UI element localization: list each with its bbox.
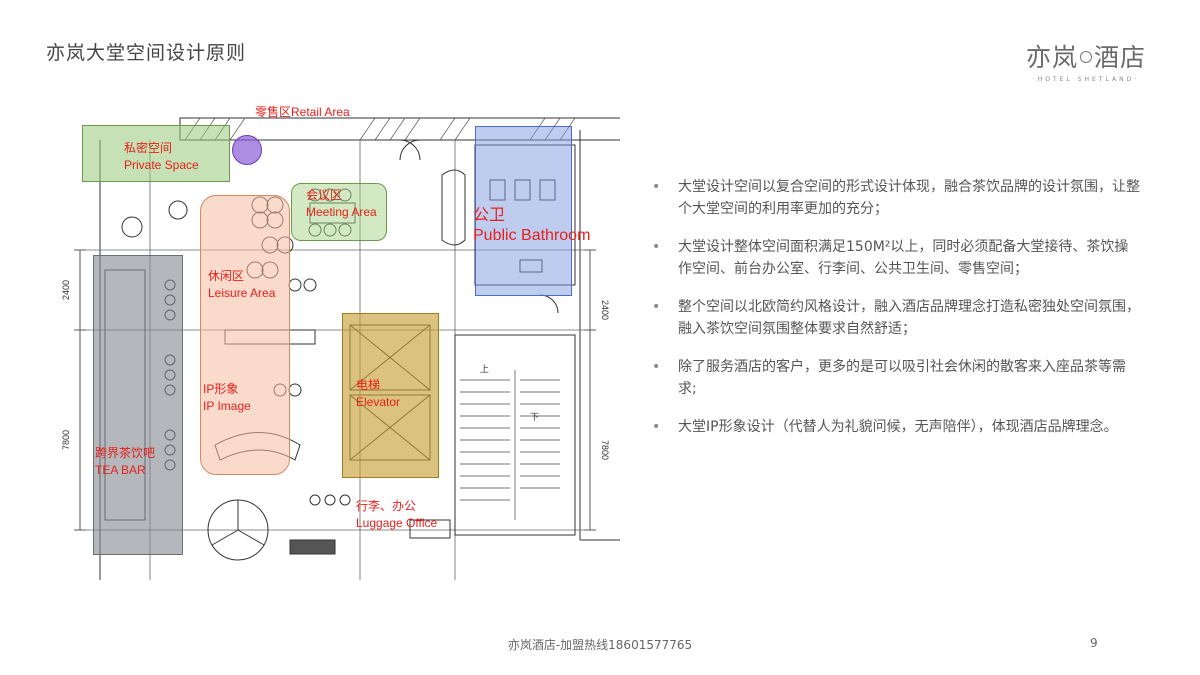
list-item: • 大堂IP形象设计（代替人为礼貌问候，无声陪伴），体现酒店品牌理念。 — [652, 416, 1142, 438]
list-item: • 大堂设计空间以复合空间的形式设计体现，融合茶饮品牌的设计氛围，让整个大堂空间的… — [652, 176, 1142, 220]
label-ip: IP形象 IP Image — [203, 381, 251, 415]
label-meeting-en: Meeting Area — [306, 205, 377, 219]
dim-right-bottom: 7800 — [600, 440, 610, 460]
zone-leisure — [200, 195, 290, 475]
label-leisure-cn: 休闲区 — [208, 269, 245, 283]
label-retail: 零售区Retail Area — [255, 105, 350, 119]
label-private: 私密空间 Private Space — [124, 140, 199, 174]
label-luggage-en: Luggage Office — [356, 516, 438, 530]
bullet-icon: • — [652, 239, 661, 255]
bullet-icon: • — [652, 359, 661, 375]
logo-subtitle: ·HOTEL SHETLAND· — [1032, 76, 1140, 83]
label-bathroom-en: Public Bathroom — [473, 227, 591, 244]
zone-bathroom — [475, 126, 572, 296]
bullet-icon: • — [652, 179, 661, 195]
zone-private — [82, 125, 230, 182]
zone-teabar — [93, 255, 183, 555]
label-leisure: 休闲区 Leisure Area — [208, 268, 275, 302]
label-luggage: 行李、办公 Luggage Office — [356, 498, 437, 532]
stair-treads — [460, 370, 560, 520]
brand-logo: 亦岚 酒店 ·HOTEL SHETLAND· — [1016, 38, 1156, 83]
floor-plan: 2400 7800 2400 7800 上 下 零售区Retail Area 私… — [60, 100, 620, 585]
label-elevator: 电梯 Elevator — [356, 377, 400, 411]
label-teabar-en: TEA BAR — [95, 463, 146, 477]
label-teabar-cn: 跨界茶饮吧 — [95, 446, 156, 460]
zone-retail — [232, 135, 262, 165]
label-meeting: 会议区 Meeting Area — [306, 187, 377, 221]
label-private-en: Private Space — [124, 158, 199, 172]
zone-meeting — [291, 183, 387, 241]
bullet-icon: • — [652, 419, 661, 435]
list-item: • 大堂设计整体空间面积满足150M²以上，同时必须配备大堂接待、茶饮操作空间、前… — [652, 236, 1142, 280]
list-item: • 除了服务酒店的客户，更多的是可以吸引社会休闲的散客来入座品茶等需求; — [652, 356, 1142, 400]
label-luggage-cn: 行李、办公 — [356, 499, 417, 513]
dim-left-bottom: 7800 — [61, 430, 71, 450]
page-number: 9 — [1090, 636, 1098, 650]
list-item-text: 大堂设计整体空间面积满足150M²以上，同时必须配备大堂接待、茶饮操作空间、前台… — [678, 239, 1129, 277]
dim-left-top: 2400 — [61, 280, 71, 300]
footer-hotline: 亦岚酒店-加盟热线18601577765 — [507, 638, 693, 652]
label-private-cn: 私密空间 — [124, 141, 173, 155]
label-ip-cn: IP形象 — [203, 382, 239, 396]
stair-down-label: 下 — [530, 413, 539, 423]
logo-wordmark: 亦岚 酒店 — [1016, 38, 1156, 74]
label-elevator-cn: 电梯 — [356, 378, 381, 392]
label-elevator-en: Elevator — [356, 395, 401, 409]
list-item: • 整个空间以北欧简约风格设计，融入酒店品牌理念打造私密独处空间氛围，融入茶饮空间… — [652, 296, 1142, 340]
label-meeting-cn: 会议区 — [306, 188, 343, 202]
list-item-text: 大堂IP形象设计（代替人为礼貌问候，无声陪伴），体现酒店品牌理念。 — [678, 419, 1118, 435]
logo-text-right: 酒店 — [1094, 43, 1147, 72]
list-item-text: 除了服务酒店的客户，更多的是可以吸引社会休闲的散客来入座品茶等需求; — [678, 359, 1126, 397]
label-leisure-en: Leisure Area — [208, 286, 276, 300]
bullet-icon: • — [652, 299, 661, 315]
label-bathroom: 公卫 Public Bathroom — [473, 206, 590, 246]
design-principles-list: • 大堂设计空间以复合空间的形式设计体现，融合茶饮品牌的设计氛围，让整个大堂空间的… — [652, 176, 1142, 454]
logo-circle-icon — [1080, 51, 1092, 63]
label-teabar: 跨界茶饮吧 TEA BAR — [95, 445, 155, 479]
dim-right-top: 2400 — [600, 300, 610, 320]
list-item-text: 整个空间以北欧简约风格设计，融入酒店品牌理念打造私密独处空间氛围，融入茶饮空间氛… — [678, 299, 1140, 337]
zone-elevator — [342, 313, 439, 478]
page-title: 亦岚大堂空间设计原则 — [46, 42, 247, 64]
stair-up-label: 上 — [480, 364, 489, 375]
label-bathroom-cn: 公卫 — [473, 207, 506, 224]
list-item-text: 大堂设计空间以复合空间的形式设计体现，融合茶饮品牌的设计氛围，让整个大堂空间的利… — [678, 179, 1140, 217]
logo-text-left: 亦岚 — [1025, 43, 1078, 72]
label-ip-en: IP Image — [203, 399, 251, 413]
